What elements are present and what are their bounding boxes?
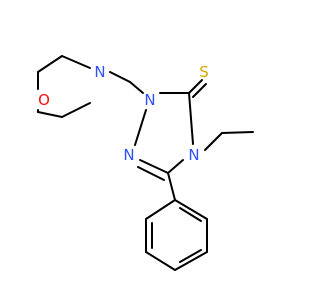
- bond-ch2-n: [129, 81, 144, 94]
- bond-morph-c1-c2: [37, 55, 63, 73]
- bond-morph-c2-c3: [61, 55, 91, 69]
- bonds-group: [37, 55, 254, 271]
- bond-ph-d1: [179, 207, 202, 222]
- bond-ph-1-2: [174, 199, 208, 220]
- atom-label-n-3: N: [123, 146, 134, 164]
- bond-ph-6-1: [145, 199, 176, 220]
- bond-morph-c5-c6: [37, 111, 63, 118]
- atom-label-s-5: S: [199, 63, 209, 81]
- atom-label-n-1: N: [94, 63, 105, 81]
- bond-ph-d2: [179, 249, 202, 263]
- bond-n1-n2: [134, 109, 147, 146]
- bond-c3-n2-a: [139, 159, 169, 174]
- bond-ch2-ch3: [221, 131, 254, 134]
- atom-label-n-2: N: [144, 91, 155, 109]
- bond-c5-s-a: [188, 79, 203, 94]
- molecule-structure: O N N N N S: [37, 55, 254, 271]
- bond-ph-3-4: [174, 251, 208, 271]
- bond-c3-ph: [167, 172, 176, 201]
- bond-c5-s-b: [192, 83, 207, 98]
- bond-n-ch2: [109, 71, 131, 83]
- bond-morph-c4-c5: [61, 102, 91, 118]
- bond-n4-c3: [167, 159, 184, 174]
- bond-c3-n2-b: [137, 166, 165, 181]
- bond-n4-ch2: [204, 132, 223, 151]
- atom-label-o-0: O: [38, 91, 50, 109]
- bond-ph-4-5: [145, 251, 176, 271]
- atom-labels-group: O N N N N S: [38, 63, 209, 164]
- bond-c5-n4: [188, 92, 194, 145]
- atom-label-n-4: N: [188, 146, 199, 164]
- structure-canvas: O N N N N S: [37, 55, 254, 271]
